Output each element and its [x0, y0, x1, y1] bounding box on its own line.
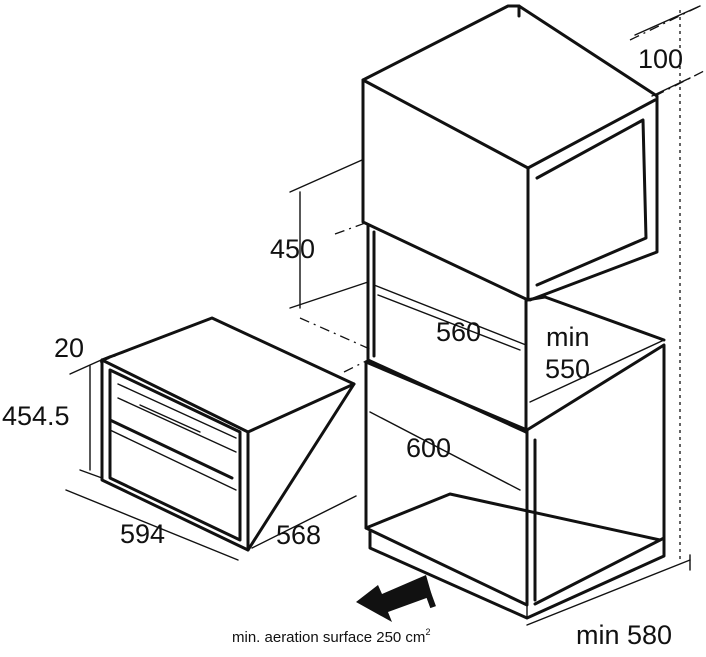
oven-niche	[366, 223, 666, 434]
aeration-note-text: min. aeration surface 250 cm	[232, 629, 425, 646]
upper-cabinet	[361, 4, 659, 302]
dim-568-label: 568	[276, 520, 321, 550]
oven-appliance	[100, 316, 356, 552]
dim-min-580-label: min 580	[576, 620, 672, 650]
depth-guide-top	[629, 5, 701, 41]
airflow-arrow	[356, 575, 436, 622]
dim-550-label: 550	[545, 354, 590, 384]
dimension-lines	[65, 5, 701, 626]
aeration-note-superscript: 2	[425, 627, 430, 637]
cabinet-tower	[361, 4, 706, 620]
dim-560-label: 560	[436, 317, 481, 347]
dim-594-label: 594	[120, 519, 165, 549]
dim-100-label: 100	[638, 44, 683, 74]
dim-454-5-label: 454.5	[2, 401, 70, 431]
aeration-note: min. aeration surface 250 cm2	[232, 627, 430, 646]
dim-600-label: 600	[406, 433, 451, 463]
oven-handle	[108, 418, 234, 480]
dim-20-label: 20	[54, 333, 84, 363]
lower-cabinet	[364, 343, 666, 620]
dim-450-label: 450	[270, 234, 315, 264]
dim-min-label: min	[546, 322, 590, 352]
